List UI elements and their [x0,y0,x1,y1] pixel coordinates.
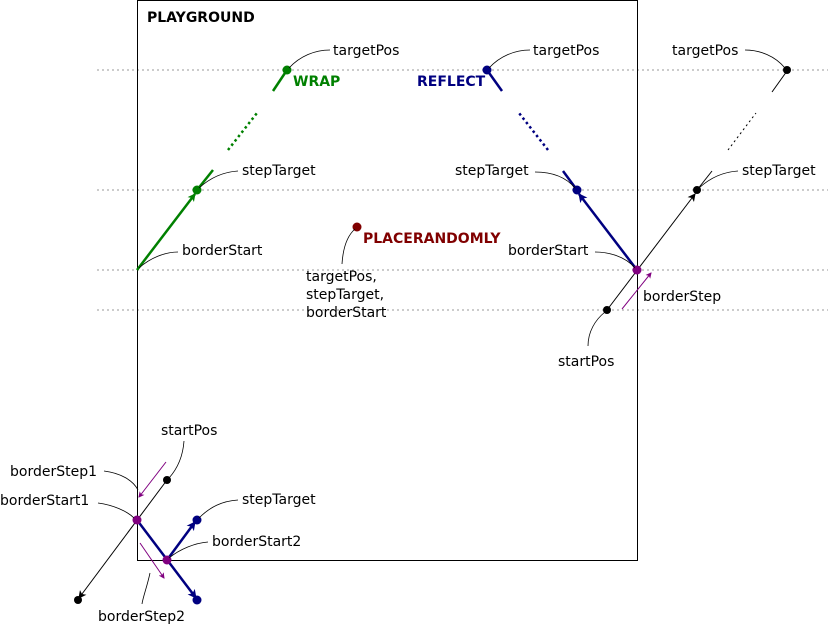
random-label-line2: stepTarget, [306,287,384,303]
reflect-step-leader [534,171,576,189]
corner-step-target-label: stepTarget [242,492,316,508]
corner-border-step1-arrow [138,461,167,498]
wrap-target-label: targetPos [333,43,399,59]
reflect-step-arrow [578,193,638,271]
wrap-mode-label: WRAP [293,74,340,90]
corner-outside-target-point [74,596,82,604]
random-label-line3: borderStart [306,305,387,321]
corner-border-step2-label: borderStep2 [98,609,185,625]
wrap-example: WRAP targetPos stepTarget borderStart [136,43,399,271]
reflect-dotted-path [518,112,549,151]
reflect-mode-label: REFLECT [417,74,486,90]
corner-reflect-up-arrow [165,521,197,561]
random-leader [341,228,356,265]
border-step-arrow [621,272,652,310]
reflect-border-label: borderStart [508,243,589,259]
start-pos-label: startPos [558,354,614,370]
outside-target-leader [744,49,786,69]
corner-outside-arrow [78,479,168,599]
outside-continue-segment [696,170,713,191]
wrap-target-leader [288,49,331,69]
start-pos-leader [587,311,606,347]
corner-border-step1-leader [103,470,139,491]
outside-step-arrow [606,193,696,311]
corner-border-start2-label: borderStart2 [212,534,301,550]
outside-target-segment [771,70,788,93]
corner-border-step2-leader [141,572,151,605]
corner-start-label: startPos [161,423,217,439]
corner-border-start2-leader [168,541,209,559]
wrap-border-leader [138,251,179,269]
corner-start-leader [168,440,185,479]
corner-example: startPos borderStep1 borderStart1 stepTa… [0,423,316,625]
reflect-example: REFLECT targetPos stepTarget borderStart… [417,43,816,370]
reflect-target-label: targetPos [533,43,599,59]
playground-border [137,0,638,561]
corner-border-step1-label: borderStep1 [10,464,97,480]
corner-border-start1-point [132,515,142,525]
wrap-border-label: borderStart [182,243,263,259]
wrap-step-arrow [136,193,196,271]
random-mode-label: PLACERANDOMLY [363,231,501,247]
outside-step-label: stepTarget [742,163,816,179]
corner-border-step2-arrow [139,542,165,579]
random-label-line1: targetPos, [306,269,377,285]
corner-reflect-target-point [192,595,202,605]
outside-dotted-path [727,112,757,151]
corner-step-target-leader [198,499,239,519]
reflect-target-leader [488,49,531,69]
outside-step-leader [698,170,739,189]
border-step-label: borderStep [643,289,721,305]
wrap-dotted-path [227,112,258,151]
corner-border-start1-label: borderStart1 [0,493,89,509]
outside-target-label: targetPos [672,43,738,59]
wrap-step-label: stepTarget [242,163,316,179]
reflect-step-label: stepTarget [455,163,529,179]
corner-border-start1-leader [97,502,135,519]
reflect-border-leader [594,251,636,269]
wrap-step-leader [198,170,239,189]
playground-title: PLAYGROUND [147,10,255,26]
random-example: PLACERANDOMLY targetPos, stepTarget, bor… [306,222,501,321]
